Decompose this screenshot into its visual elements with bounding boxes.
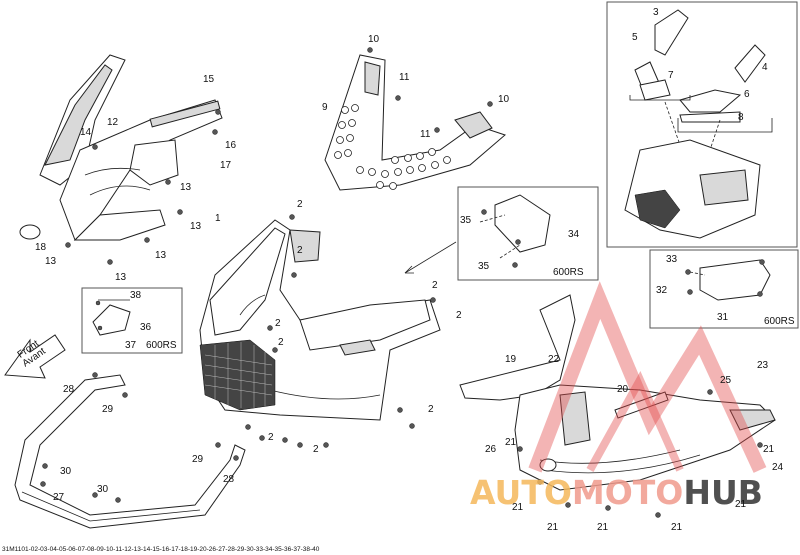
- callout-17: 17: [220, 160, 232, 171]
- callout-2-5: 2: [432, 280, 438, 291]
- inset-reference-box: [606, 1, 798, 248]
- grille-mesh: [199, 339, 276, 411]
- callout-21-2: 21: [512, 502, 524, 513]
- callout-21-5: 21: [671, 522, 683, 533]
- callout-25: 25: [720, 375, 732, 386]
- callout-5: 5: [632, 32, 638, 43]
- callout-34: 34: [568, 229, 580, 240]
- plate-holes: [334, 104, 451, 190]
- svg-text:AUTOMOTOHUB: AUTOMOTOHUB: [470, 473, 763, 512]
- callout-2-3: 2: [275, 318, 281, 329]
- callout-24: 24: [772, 462, 784, 473]
- box-31-33: [649, 249, 799, 329]
- callout-3: 3: [653, 7, 659, 18]
- callout-20: 20: [617, 384, 629, 395]
- callout-11: 11: [399, 72, 410, 83]
- callout-28-2: 28: [223, 474, 235, 485]
- callout-27: 27: [53, 492, 65, 503]
- callout-35: 35: [460, 215, 472, 226]
- callout-7: 7: [668, 70, 674, 81]
- callout-15: 15: [203, 74, 215, 85]
- callout-21-7: 21: [763, 444, 775, 455]
- callout-14: 14: [80, 127, 92, 138]
- callout-1: 1: [215, 213, 221, 224]
- callout-28: 28: [63, 384, 75, 395]
- callout-35-2: 35: [478, 261, 490, 272]
- callout-2-6: 2: [456, 310, 462, 321]
- front-nose-fascia: [199, 219, 441, 421]
- callout-30: 30: [60, 466, 72, 477]
- callout-21-3: 21: [547, 522, 559, 533]
- footer-code: 31M1101-02-03-04-05-06-07-08-09-10-11-12…: [2, 546, 320, 553]
- watermark-hub: HUB: [683, 473, 763, 512]
- callout-2-4: 2: [278, 337, 284, 348]
- callout-23: 23: [757, 360, 769, 371]
- callout-2-9: 2: [313, 444, 319, 455]
- callout-12: 12: [107, 117, 119, 128]
- callout-21-4: 21: [597, 522, 609, 533]
- side-panel-assembly: [19, 54, 223, 241]
- watermark-logo: [528, 281, 767, 473]
- callout-2: 2: [297, 199, 303, 210]
- callout-13: 13: [180, 182, 192, 193]
- callout-19: 19: [505, 354, 517, 365]
- callout-38: 38: [130, 290, 142, 301]
- callout-2-8: 2: [268, 432, 274, 443]
- callout-31: 31: [717, 312, 729, 323]
- bumper-bar: [14, 374, 246, 529]
- callout-13-2: 13: [190, 221, 202, 232]
- watermark-moto: MOTO: [572, 473, 683, 512]
- callout-32: 32: [656, 285, 668, 296]
- callout-36: 36: [140, 322, 152, 333]
- callout-11-2: 11: [420, 129, 431, 140]
- callout-13-3: 13: [155, 250, 167, 261]
- callout-16: 16: [225, 140, 237, 151]
- front-direction-arrow: [4, 334, 66, 379]
- leader-arrow: [404, 241, 457, 274]
- callout-10: 10: [368, 34, 380, 45]
- callout-8: 8: [738, 112, 744, 123]
- callout-4: 4: [762, 62, 768, 73]
- fasteners: [40, 47, 763, 518]
- callout-labels: 1222222222345678910101111121313131313141…: [35, 7, 784, 533]
- callout-21: 21: [505, 437, 517, 448]
- box-34-35: [457, 186, 599, 281]
- variant-label-left: 600RS: [146, 340, 177, 351]
- callout-21-6: 21: [735, 499, 747, 510]
- callout-33: 33: [666, 254, 678, 265]
- callout-13-5: 13: [115, 272, 127, 283]
- callout-13-4: 13: [45, 256, 57, 267]
- variant-label-right: 600RS: [764, 316, 795, 327]
- callout-22: 22: [548, 354, 560, 365]
- callout-2-2: 2: [297, 245, 303, 256]
- callout-26: 26: [485, 444, 497, 455]
- callout-2-7: 2: [428, 404, 434, 415]
- callout-18: 18: [35, 242, 47, 253]
- variant-label-middle: 600RS: [553, 267, 584, 278]
- callout-30-2: 30: [97, 484, 109, 495]
- callout-6: 6: [744, 89, 750, 100]
- box-36-38: [81, 287, 183, 354]
- callout-29: 29: [102, 404, 114, 415]
- watermark-auto: AUTO: [470, 473, 572, 512]
- callout-29-2: 29: [192, 454, 204, 465]
- perforated-plate: [324, 54, 506, 191]
- callout-37: 37: [125, 340, 137, 351]
- belly-pan-assembly: [459, 294, 776, 491]
- callout-10-2: 10: [498, 94, 510, 105]
- callout-9: 9: [322, 102, 328, 113]
